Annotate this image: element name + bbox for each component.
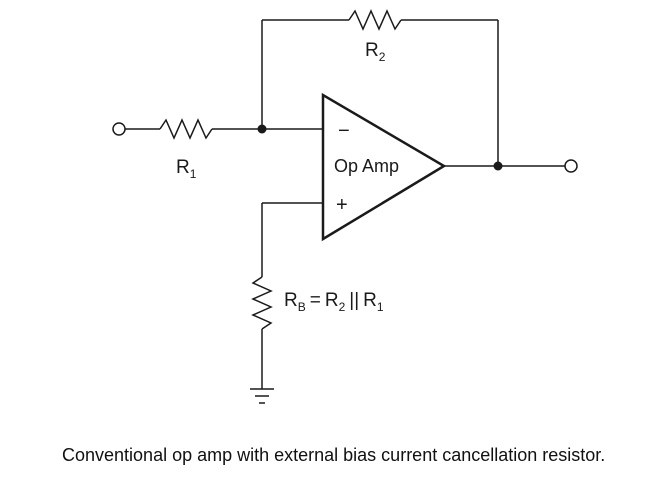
figure-caption: Conventional op amp with external bias c… [62,445,606,465]
bias-resistor-rb [251,276,273,330]
output-terminal [564,159,578,173]
r1-label: R1 [176,157,197,181]
opamp-schematic: R2 R1 − Op Amp + RB=R2||R1 [112,9,578,404]
input-terminal [112,122,126,136]
feedback-resistor-r2 [348,9,402,31]
noninverting-input-sign: + [336,194,348,216]
output-node [493,161,503,171]
ground-icon [250,388,274,404]
opamp-label: Op Amp [334,156,399,176]
inverting-input-sign: − [338,120,350,142]
input-resistor-r1 [159,118,213,140]
r2-label: R2 [365,40,386,64]
opamp-triangle [321,92,447,242]
bias-resistor-equation: RB=R2||R1 [284,290,384,314]
